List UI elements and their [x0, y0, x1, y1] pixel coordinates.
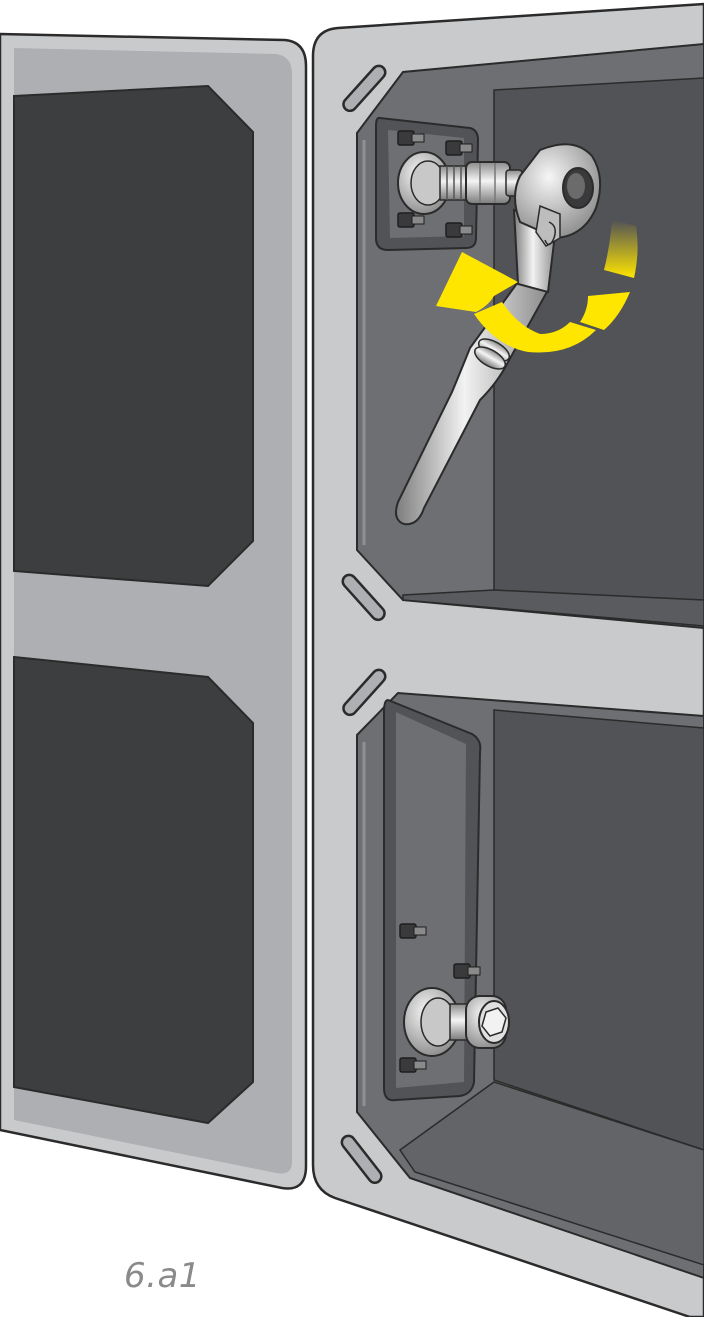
hinge-nut: [466, 162, 510, 204]
left-door: [0, 34, 306, 1189]
right-door: [313, 4, 704, 1317]
figure-label: 6.a1: [124, 1256, 201, 1296]
lower-compartment-back-wall: [494, 710, 704, 1150]
left-door-upper-recess: [14, 86, 253, 586]
left-door-lower-recess: [14, 657, 253, 1123]
